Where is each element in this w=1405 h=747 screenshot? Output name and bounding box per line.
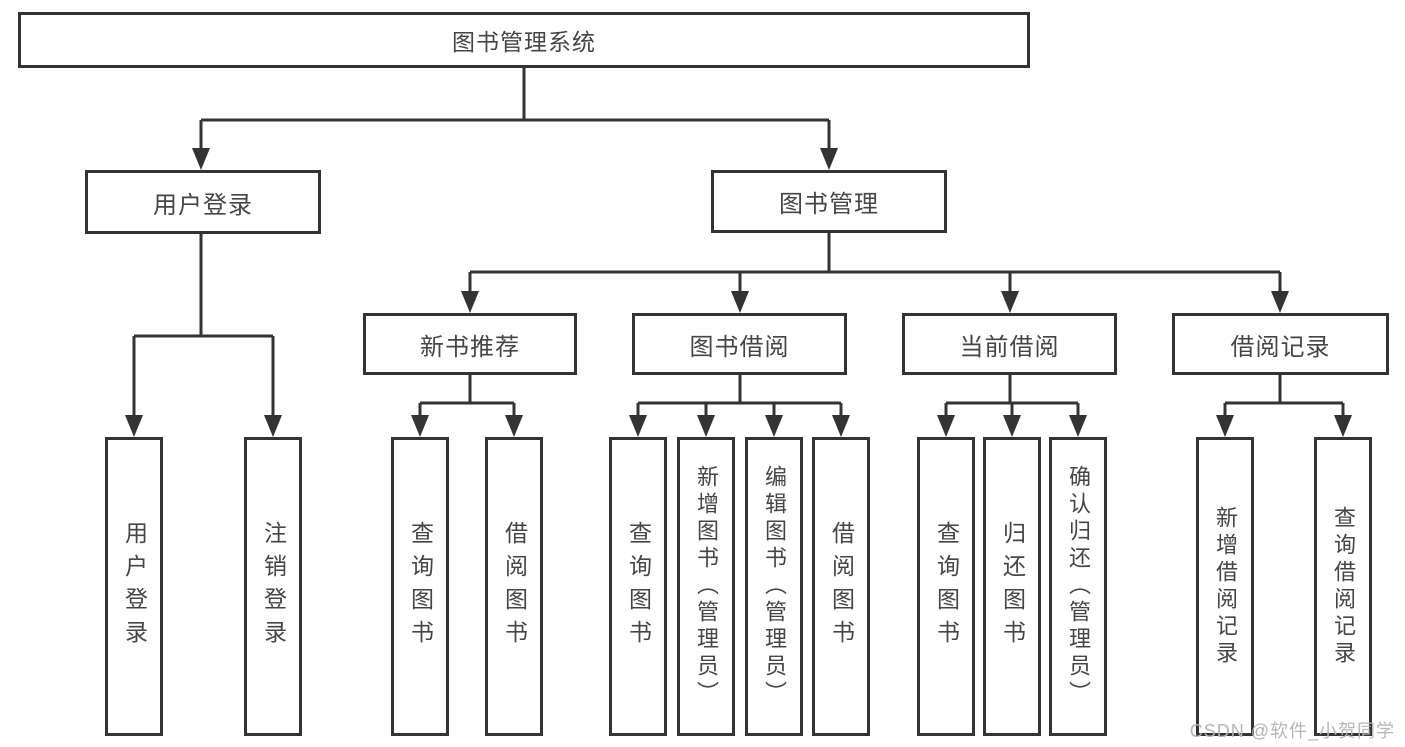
node-label: 图书管理系统 xyxy=(452,29,596,55)
leaf-label: 用户登录 xyxy=(121,520,148,653)
node-borrow-records: 借阅记录 xyxy=(1172,313,1389,375)
leaf-borrow-books-2: 借阅图书 xyxy=(812,437,870,736)
leaf-confirm-return-admin: 确认归还（管理员） xyxy=(1049,437,1107,736)
leaf-edit-books-admin: 编辑图书（管理员） xyxy=(745,437,803,736)
leaf-return-books: 归还图书 xyxy=(983,437,1041,736)
leaf-label: 查询图书 xyxy=(625,520,652,653)
node-current-borrow: 当前借阅 xyxy=(902,313,1117,375)
leaf-label: 确认归还（管理员） xyxy=(1066,465,1091,708)
node-label: 图书借阅 xyxy=(689,333,790,361)
node-label: 图书管理 xyxy=(779,191,879,218)
leaf-add-borrow-record: 新增借阅记录 xyxy=(1196,437,1254,736)
leaf-label: 借阅图书 xyxy=(828,520,855,653)
leaf-label: 借阅图书 xyxy=(501,520,528,653)
node-book-management: 图书管理 xyxy=(711,170,947,233)
leaf-label: 注销登录 xyxy=(260,520,287,653)
node-library-management-system: 图书管理系统 xyxy=(18,12,1030,68)
leaf-label: 归还图书 xyxy=(999,520,1026,653)
leaf-label: 查询图书 xyxy=(407,520,434,653)
node-user-login: 用户登录 xyxy=(85,170,321,234)
node-label: 当前借阅 xyxy=(959,333,1060,361)
node-book-borrow: 图书借阅 xyxy=(632,313,847,375)
leaf-query-books-2: 查询图书 xyxy=(609,437,667,736)
leaf-label: 编辑图书（管理员） xyxy=(762,465,787,708)
leaf-label: 查询图书 xyxy=(933,520,960,653)
node-new-book-recommend: 新书推荐 xyxy=(363,313,577,375)
node-label: 用户登录 xyxy=(153,191,253,219)
leaf-logout: 注销登录 xyxy=(244,437,302,736)
leaf-borrow-books-1: 借阅图书 xyxy=(485,437,543,736)
leaf-query-books-1: 查询图书 xyxy=(391,437,449,736)
node-label: 新书推荐 xyxy=(420,333,520,361)
leaf-label: 查询借阅记录 xyxy=(1331,505,1356,668)
leaf-add-books-admin: 新增图书（管理员） xyxy=(677,437,735,736)
leaf-label: 新增图书（管理员） xyxy=(694,465,719,708)
leaf-query-books-3: 查询图书 xyxy=(917,437,975,736)
csdn-watermark: CSDN @软件_小贺同学 xyxy=(1189,721,1395,741)
leaf-query-borrow-record: 查询借阅记录 xyxy=(1314,437,1372,736)
leaf-label: 新增借阅记录 xyxy=(1213,505,1238,668)
leaf-user-login: 用户登录 xyxy=(105,437,163,736)
node-label: 借阅记录 xyxy=(1230,333,1331,361)
